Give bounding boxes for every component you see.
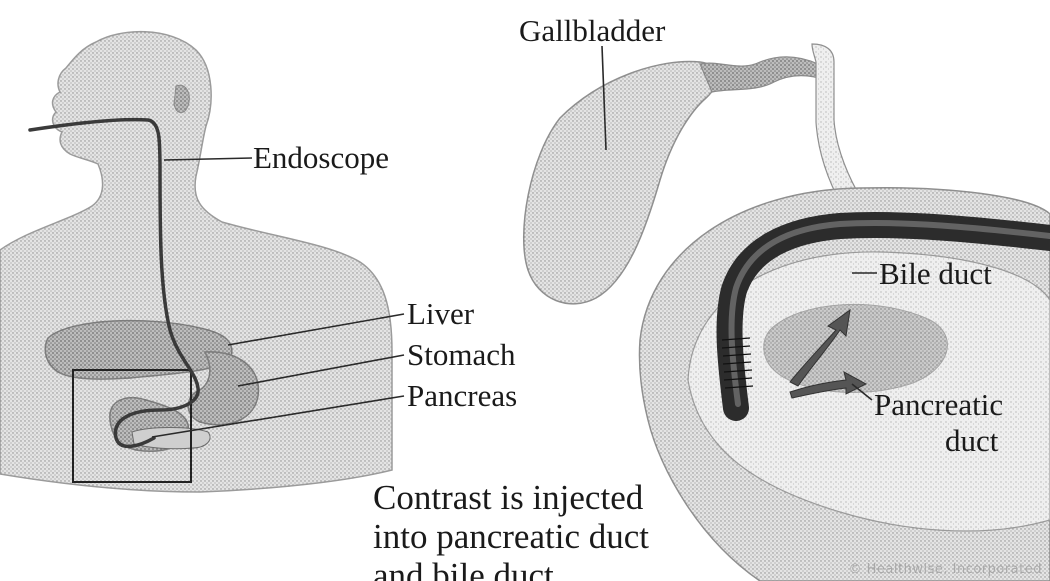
- label-endoscope: Endoscope: [253, 142, 389, 173]
- label-pancreatic-duct-line1: Pancreatic: [874, 389, 1003, 420]
- label-pancreatic-duct-line2: duct: [945, 425, 998, 456]
- label-liver: Liver: [407, 298, 474, 329]
- copyright-credit: © Healthwise, Incorporated: [849, 562, 1042, 577]
- label-gallbladder: Gallbladder: [519, 15, 665, 46]
- caption: Contrast is injected into pancreatic duc…: [373, 478, 649, 581]
- caption-line-1: Contrast is injected: [373, 478, 649, 517]
- caption-line-3: and bile duct: [373, 556, 649, 581]
- caption-line-2: into pancreatic duct: [373, 517, 649, 556]
- ear: [174, 85, 189, 112]
- torso-figure: [0, 32, 392, 492]
- label-pancreas: Pancreas: [407, 380, 517, 411]
- label-bile-duct: Bile duct: [879, 258, 992, 289]
- head-and-torso: [0, 32, 392, 492]
- label-stomach: Stomach: [407, 339, 516, 370]
- cystic-duct: [700, 57, 826, 92]
- common-bile-duct-tube: [812, 44, 862, 206]
- pancreas-organ: [132, 428, 210, 449]
